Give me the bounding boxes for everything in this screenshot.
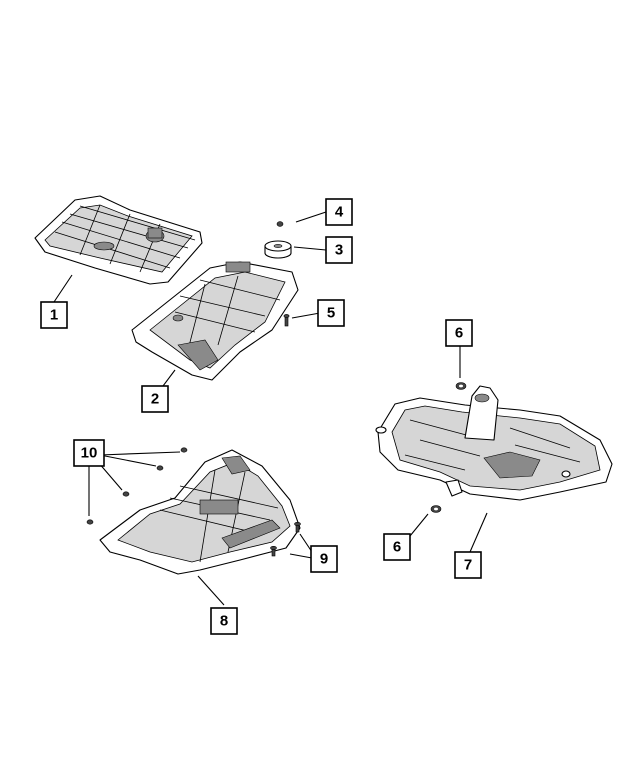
callout-6-upper: 6 — [445, 319, 473, 347]
callout-2: 2 — [141, 385, 169, 413]
part-7-skid-plate — [375, 385, 613, 501]
callout-9: 9 — [310, 545, 338, 573]
callout-6-lower: 6 — [383, 533, 411, 561]
part-4-nut — [276, 221, 284, 227]
part-3-round-mount — [264, 240, 292, 259]
callout-4: 4 — [325, 198, 353, 226]
callout-5: 5 — [317, 299, 345, 327]
part-1-skid-plate — [34, 195, 203, 285]
callout-10: 10 — [73, 439, 105, 467]
part-9-bolts — [270, 521, 301, 557]
svg-text:8: 8 — [220, 613, 228, 630]
svg-text:9: 9 — [320, 551, 328, 568]
leader-lines — [53, 211, 488, 606]
svg-text:6: 6 — [393, 539, 401, 556]
part-5-bolt — [283, 314, 290, 327]
part-6-nut-upper — [455, 382, 467, 390]
svg-text:1: 1 — [50, 307, 58, 324]
part-2-skid-plate — [131, 261, 299, 381]
callout-8: 8 — [210, 607, 238, 635]
svg-text:5: 5 — [327, 305, 335, 322]
callout-7: 7 — [454, 551, 482, 579]
svg-text:2: 2 — [151, 391, 159, 408]
part-6-nut-lower — [430, 505, 442, 513]
part-8-skid-plate — [99, 449, 301, 575]
callout-1: 1 — [40, 301, 68, 329]
svg-text:10: 10 — [81, 445, 98, 462]
part-10-fasteners — [86, 447, 188, 525]
svg-text:4: 4 — [335, 204, 344, 221]
svg-text:3: 3 — [335, 242, 343, 259]
svg-text:6: 6 — [455, 325, 463, 342]
callout-3: 3 — [325, 236, 353, 264]
svg-text:7: 7 — [464, 557, 472, 574]
